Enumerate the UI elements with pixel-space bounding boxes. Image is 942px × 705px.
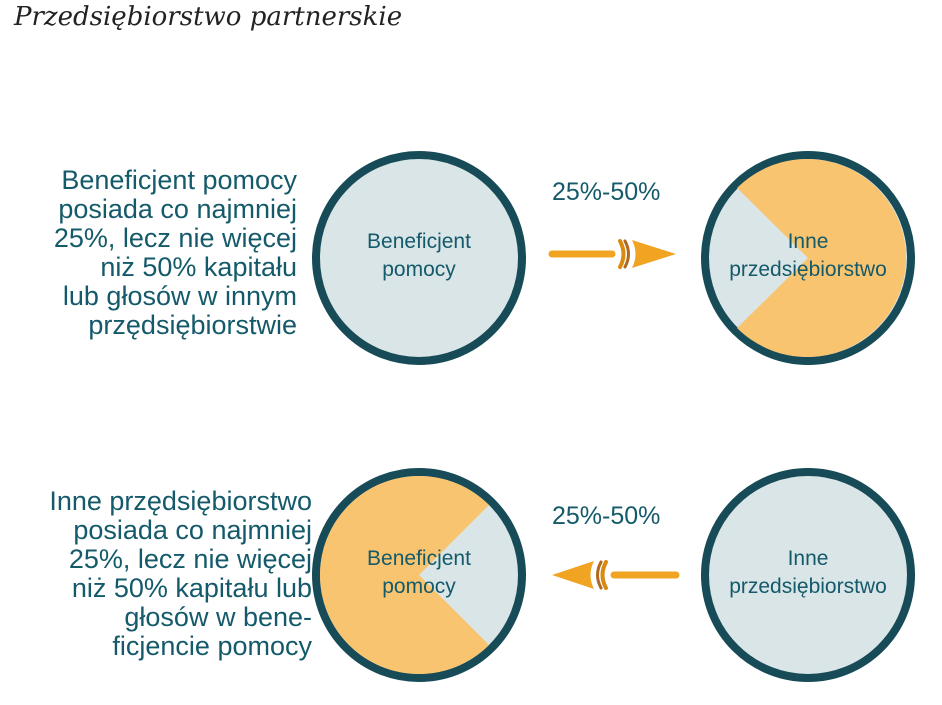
row1-description: Beneficjent pomocy posiada co najmniej 2… bbox=[53, 165, 297, 340]
row1-beneficiary-circle-shape bbox=[312, 151, 526, 365]
row2-beneficiary-label-line1: Beneficjent bbox=[367, 547, 471, 570]
row2-percent-label: 25%-50% bbox=[552, 502, 661, 530]
row1-other-enterprise-label-line2: przedsiębiorstwo bbox=[729, 258, 887, 281]
row1-other-enterprise-label-line1: Inne bbox=[788, 230, 829, 253]
row2-other-enterprise-circle-shape bbox=[701, 468, 915, 682]
row1-beneficiary-circle: Beneficjent pomocy bbox=[312, 151, 526, 365]
row1-other-enterprise-circle: Inne przedsiębiorstwo bbox=[701, 151, 915, 365]
row2-beneficiary-circle: Beneficjent pomocy bbox=[312, 468, 526, 682]
row2-arrow-left-icon bbox=[552, 560, 680, 590]
row1-beneficiary-label-line2: pomocy bbox=[382, 258, 456, 281]
row1-percent-label: 25%-50% bbox=[552, 178, 661, 206]
row2-other-enterprise-label-line1: Inne bbox=[788, 547, 829, 570]
page-title: Przedsiębiorstwo partnerskie bbox=[14, 2, 403, 32]
row1-ownership-share-slice bbox=[737, 159, 906, 357]
row2-beneficiary-label-line2: pomocy bbox=[382, 575, 456, 598]
row1-arrow-right-icon bbox=[548, 239, 676, 269]
row2-ownership-share-slice bbox=[320, 476, 489, 674]
row2-other-enterprise-circle: Inne przedsiębiorstwo bbox=[701, 468, 915, 682]
row1-beneficiary-label-line1: Beneficjent bbox=[367, 230, 471, 253]
row2-other-enterprise-label-line2: przedsiębiorstwo bbox=[729, 575, 887, 598]
row2-description: Inne przędsiębiorstwo posiada co najmnie… bbox=[49, 486, 312, 661]
